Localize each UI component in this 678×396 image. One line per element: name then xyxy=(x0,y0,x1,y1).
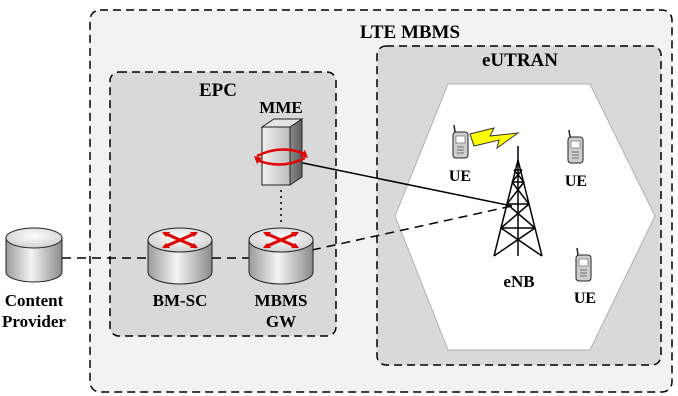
mbms-gw-label-line2: GW xyxy=(266,312,296,331)
ue-label-2: UE xyxy=(565,173,587,190)
router-icon xyxy=(147,227,213,285)
epc-label: EPC xyxy=(199,80,237,101)
mbms-gw-label-line1: MBMS xyxy=(255,291,308,310)
ue-label-1: UE xyxy=(449,168,471,185)
ue-node-3: UE xyxy=(574,247,596,307)
mme-label: MME xyxy=(259,98,302,117)
enb-label: eNB xyxy=(503,272,534,291)
ue-label-3: UE xyxy=(574,290,596,307)
lightning-icon xyxy=(469,127,520,150)
mobile-phone-icon xyxy=(567,129,584,164)
eutran-label: eUTRAN xyxy=(482,50,558,71)
router-icon xyxy=(248,227,314,285)
lte-mbms-label: LTE MBMS xyxy=(360,22,460,43)
ue-node-1: UE xyxy=(449,124,471,185)
cell-tower-icon xyxy=(493,146,543,257)
content-provider-node: Content Provider xyxy=(2,227,66,331)
eutran-region: eUTRAN xyxy=(376,45,662,366)
mobile-phone-icon xyxy=(452,124,469,159)
bm-sc-label: BM-SC xyxy=(153,291,208,310)
enb-node: eNB xyxy=(493,146,543,291)
database-cylinder-icon xyxy=(5,227,63,283)
link-mbmsgw-enb xyxy=(311,205,513,251)
content-provider-label-line2: Provider xyxy=(2,312,66,331)
server-icon xyxy=(254,118,308,186)
bm-sc-node: BM-SC xyxy=(147,227,213,310)
ue-node-2: UE xyxy=(565,129,587,190)
links xyxy=(62,161,513,259)
mbms-gw-node: MBMS GW xyxy=(248,227,314,331)
link-mme-enb xyxy=(297,161,513,207)
mobile-phone-icon xyxy=(575,247,592,282)
mme-node: MME xyxy=(254,98,308,186)
content-provider-label-line1: Content xyxy=(5,291,64,310)
